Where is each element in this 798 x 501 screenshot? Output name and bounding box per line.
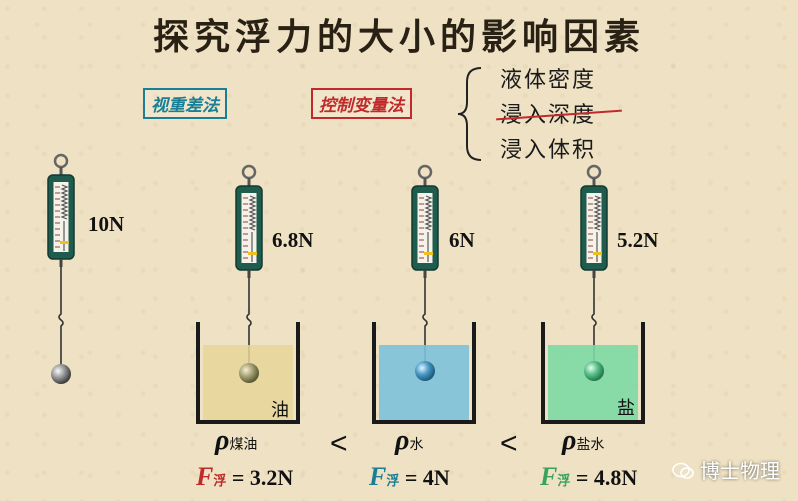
force-value: = 3.2N [231, 465, 294, 490]
brace-icon [457, 67, 482, 161]
force-symbol: F [540, 462, 558, 491]
factor-liquid-density: 液体密度 [500, 68, 597, 93]
method-badge-control-variable: 控制变量法 [311, 88, 412, 119]
rho-sub-water: 水 [409, 437, 424, 453]
brand-name: 博士物理 [700, 459, 780, 483]
less-than-sign: < [500, 427, 518, 460]
buoyant-force-kerosene: F浮 = 3.2N [196, 462, 293, 492]
rho-symbol: ρ [562, 425, 577, 456]
liquid-label-brine: 盐 [617, 398, 635, 419]
page-title: 探究浮力的大小的影响因素 [152, 16, 645, 58]
less-than-sign: < [330, 427, 348, 460]
density-kerosene: ρ煤油 [215, 425, 257, 457]
rho-sub-brine: 盐水 [576, 437, 605, 453]
force-value: = 4N [404, 465, 450, 490]
force-symbol: F [196, 462, 214, 491]
wechat-icon [671, 459, 700, 483]
method-badge-apparent-weight: 视重差法 [143, 88, 227, 119]
liquid-label-kerosene: 油 [271, 400, 289, 421]
buoyant-force-brine: F浮 = 4.8N [540, 462, 637, 492]
reading-water: 6N [449, 228, 475, 252]
factor-immersion-volume: 浸入体积 [500, 138, 597, 163]
rho-symbol: ρ [215, 425, 230, 456]
force-value: = 4.8N [575, 465, 638, 490]
rho-sub-kerosene: 煤油 [229, 437, 258, 453]
brand-watermark: 博士物理 [671, 455, 780, 484]
rho-symbol: ρ [395, 425, 410, 456]
force-subscript: 浮 [386, 473, 400, 488]
reading-kerosene: 6.8N [272, 228, 314, 252]
reading-air: 10N [88, 212, 125, 236]
force-subscript: 浮 [557, 473, 571, 488]
density-water: ρ水 [395, 425, 423, 457]
buoyant-force-water: F浮 = 4N [369, 462, 450, 492]
density-brine: ρ盐水 [562, 425, 604, 457]
reading-brine: 5.2N [617, 228, 659, 252]
force-symbol: F [369, 462, 387, 491]
force-subscript: 浮 [213, 473, 227, 488]
